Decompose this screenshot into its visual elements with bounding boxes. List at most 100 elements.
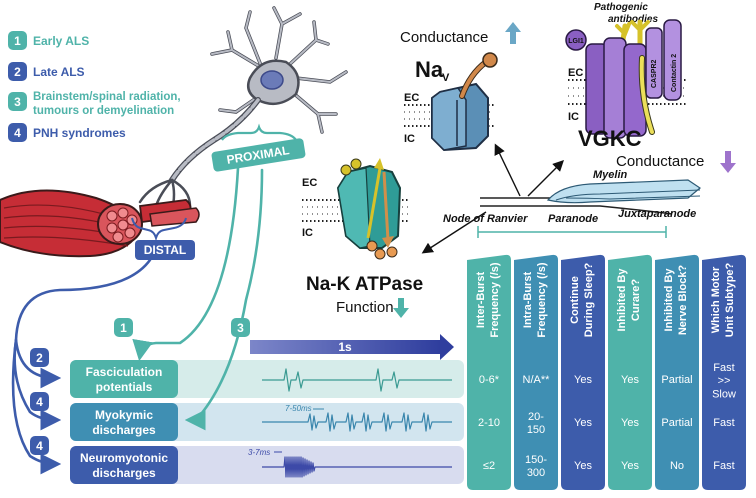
arrow-badge-2: 2 <box>30 348 49 367</box>
svg-text:4: 4 <box>36 439 43 453</box>
table-cell: Fast <box>713 417 734 429</box>
neuromyotonic-interval: 3-7ms <box>248 448 270 457</box>
column-header: Inhibited By <box>616 268 628 332</box>
time-scale-bar: 1s <box>250 334 454 360</box>
neuron-illustration <box>138 6 348 212</box>
svg-text:Juxtaparanode: Juxtaparanode <box>618 208 696 220</box>
table-cell: Partial <box>661 417 692 429</box>
column-header: Which Motor <box>710 266 722 333</box>
column-header-line2: Nerve Block? <box>677 265 689 336</box>
row-label-myokymic: Myokymic discharges <box>70 403 178 441</box>
svg-text:IC: IC <box>302 227 313 239</box>
emg-traces <box>262 368 452 478</box>
column-header: Inter-Burst <box>475 272 487 329</box>
properties-table: Inter-Burst Frequency (/s) 0-6* 2-10 ≤2 … <box>467 254 746 490</box>
svg-text:potentials: potentials <box>96 380 153 394</box>
table-cell: 150-300 <box>525 454 547 479</box>
neuromyotonic-trace <box>262 456 452 478</box>
nav-subscript: V <box>442 72 450 84</box>
legend-number: 1 <box>14 34 21 48</box>
legend-item-3: 3 Brainstem/spinal radiation, tumours or… <box>8 91 181 117</box>
row-label-neuromyotonic: Neuromyotonic discharges <box>70 446 178 484</box>
table-cell: Partial <box>661 374 692 386</box>
legend-number: 2 <box>14 65 21 79</box>
vgkc-conductance-label: Conductance <box>616 153 704 170</box>
table-cell: Yes <box>574 417 592 429</box>
legend-item-1: 1 Early ALS <box>8 31 89 50</box>
table-cell: Yes <box>574 460 592 472</box>
nav-conductance-label: Conductance <box>400 29 488 46</box>
svg-text:IC: IC <box>404 133 415 145</box>
svg-text:Paranode: Paranode <box>548 213 598 225</box>
column-header-line2: Curare? <box>630 279 642 321</box>
table-cell: Yes <box>621 417 639 429</box>
arrow-up-icon <box>505 22 521 44</box>
column-header: Intra-Burst <box>522 272 534 329</box>
legend-label: Brainstem/spinal radiation, <box>33 91 181 103</box>
table-cell: ≤2 <box>483 460 495 472</box>
arrow-down-icon <box>393 298 409 318</box>
proximal-label: PROXIMAL <box>211 138 306 172</box>
table-cell: 2-10 <box>478 417 500 429</box>
svg-text:IC: IC <box>568 111 579 123</box>
myokymic-trace <box>262 412 452 432</box>
svg-text:DISTAL: DISTAL <box>144 243 186 257</box>
fasciculation-trace <box>262 368 452 392</box>
arrow-path-4b <box>11 338 62 475</box>
svg-text:EC: EC <box>302 177 317 189</box>
table-cell: 20-150 <box>527 411 545 436</box>
column-header-line2: Frequency (/s) <box>489 262 501 338</box>
svg-text:4: 4 <box>36 395 43 409</box>
table-column-1: Inter-Burst Frequency (/s) 0-6* 2-10 ≤2 <box>467 254 511 490</box>
distal-brace <box>131 217 187 242</box>
table-column-3: Continue During Sleep? Yes Yes Yes <box>561 254 605 490</box>
legend-number: 4 <box>14 126 21 140</box>
svg-text:Node of Ranvier: Node of Ranvier <box>443 213 528 225</box>
svg-text:3: 3 <box>237 321 244 335</box>
column-header-line2: Frequency (/s) <box>536 262 548 338</box>
vgkc-channel: Pathogenic antibodies EC IC LGI1 CASPR2 … <box>565 2 736 173</box>
table-column-5: Inhibited By Nerve Block? Partial Partia… <box>655 254 699 490</box>
legend: 1 Early ALS 2 Late ALS 3 Brainstem/spina… <box>8 31 181 142</box>
arrow-down-icon <box>720 151 736 173</box>
pathogenic-label-2: antibodies <box>608 14 658 25</box>
table-cell: Fast>>Slow <box>712 362 736 400</box>
legend-label: Late ALS <box>33 65 85 79</box>
arrow-path-1 <box>132 166 240 362</box>
nak-title: Na-K ATPase <box>306 274 423 295</box>
table-column-2: Intra-Burst Frequency (/s) N/A** 20-150 … <box>514 254 558 490</box>
column-header-line2: During Sleep? <box>583 262 595 337</box>
column-header: Inhibited By <box>663 268 675 332</box>
table-cell: 0-6* <box>479 374 500 386</box>
nak-function-label: Function <box>336 299 394 316</box>
muscle-illustration <box>0 189 200 258</box>
table-cell: No <box>670 460 684 472</box>
nak-atpase: EC IC Na-K ATPase Function <box>302 158 423 318</box>
contactin-label: Contactin 2 <box>671 54 678 92</box>
column-header: Continue <box>569 276 581 324</box>
arrow-badge-4b: 4 <box>30 436 49 455</box>
arrow-badge-3: 3 <box>231 318 250 337</box>
distal-label: DISTAL <box>135 240 195 260</box>
legend-label: PNH syndromes <box>33 126 126 140</box>
legend-label: Early ALS <box>33 34 89 48</box>
arrow-badge-4a: 4 <box>30 392 49 411</box>
nav-title: Na <box>415 57 444 82</box>
svg-text:discharges: discharges <box>92 466 156 480</box>
svg-text:Neuromyotonic: Neuromyotonic <box>80 451 168 465</box>
table-column-4: Inhibited By Curare? Yes Yes Yes <box>608 254 652 490</box>
table-column-6: Which Motor Unit Subtype? Fast>>Slow Fas… <box>702 254 746 490</box>
myelinated-axon: Myelin Node of Ranvier Paranode Juxtapar… <box>443 169 702 238</box>
svg-text:EC: EC <box>568 67 583 79</box>
svg-text:1: 1 <box>120 321 127 335</box>
legend-item-4: 4 PNH syndromes <box>8 123 126 142</box>
arrow-path-3 <box>184 168 264 431</box>
table-cell: Yes <box>621 374 639 386</box>
table-cell: N/A** <box>523 374 551 386</box>
legend-number: 3 <box>14 95 21 109</box>
svg-text:Fasciculation: Fasciculation <box>86 365 163 379</box>
lgi1-label: LGI1 <box>568 38 584 45</box>
svg-text:Myelin: Myelin <box>593 169 628 181</box>
